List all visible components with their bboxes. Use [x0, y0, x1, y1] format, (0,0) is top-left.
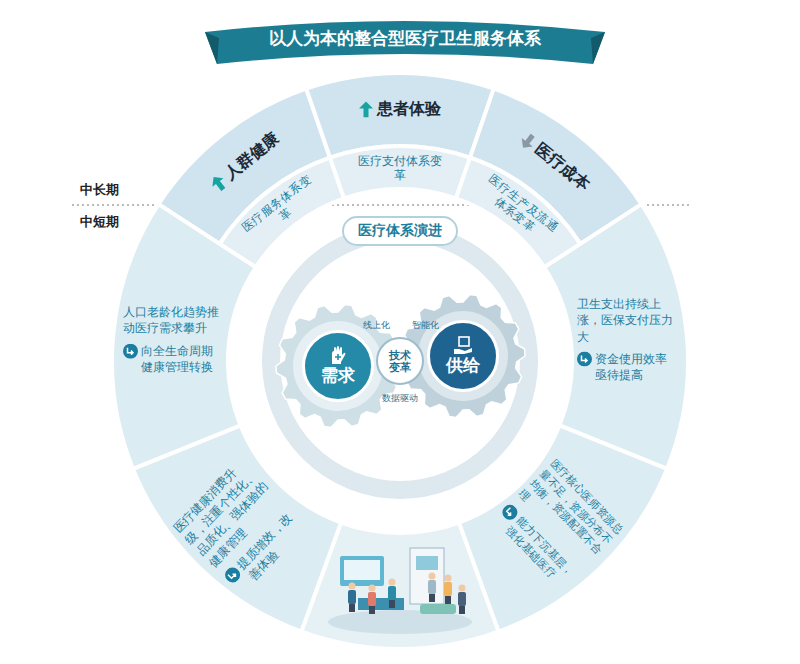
- reform-label-text: 医疗支付体系变革: [357, 154, 443, 183]
- title-banner: 以人为本的整合型医疗卫生服务体系: [205, 14, 605, 68]
- period-label: 中长期: [80, 181, 119, 199]
- response-text: 资金使用效率亟待提高: [595, 350, 677, 382]
- response-text: 向全生命周期健康管理转换: [141, 342, 223, 374]
- clinic-illustration: [328, 548, 472, 634]
- ribbon-fold: [591, 32, 605, 64]
- response-row: 向全生命周期健康管理转换: [123, 342, 223, 374]
- evolution-ring: [260, 221, 540, 501]
- illustration-segment: [301, 523, 498, 649]
- reform-segment: [330, 146, 470, 198]
- ribbon-band: [205, 21, 605, 64]
- tech-core-text: 技术变革: [388, 349, 412, 373]
- hand-icon: [328, 346, 348, 364]
- reform-label: 医疗支付体系变革: [357, 154, 443, 183]
- title-banner-text: 以人为本的整合型医疗卫生服务体系: [269, 27, 541, 50]
- gear-hub: 供给: [427, 320, 499, 392]
- ribbon-fold: [205, 32, 219, 64]
- evolution-pill: 医疗体系演进: [342, 216, 458, 246]
- evolution-pill-text: 医疗体系演进: [358, 222, 442, 240]
- supply-icon: [453, 336, 473, 354]
- tech-core: 技术变革: [376, 337, 424, 385]
- up-arrow-icon: [359, 101, 373, 117]
- goal-segment-label-text: 患者体验: [377, 99, 441, 120]
- turn-arrow-icon: [577, 351, 592, 366]
- response-row: 资金使用效率亟待提高: [577, 350, 677, 382]
- driver-segment: [112, 204, 256, 469]
- driver-text: 人口老龄化趋势推动医疗需求攀升: [123, 304, 223, 336]
- driver-box: 人口老龄化趋势推动医疗需求攀升向全生命周期健康管理转换: [123, 304, 223, 375]
- turn-arrow-icon: [123, 343, 138, 358]
- goal-segment-label: 患者体验: [359, 99, 441, 120]
- driver-text: 卫生支出持续上涨，医保支付压力大: [577, 296, 677, 345]
- gear-inner: [293, 321, 383, 411]
- gear-hub-text: 需求: [321, 364, 355, 387]
- tech-label: 智能化: [412, 319, 439, 332]
- gear-hub: 需求: [302, 330, 374, 402]
- gear-hub-text: 供给: [446, 354, 480, 377]
- driver-box: 卫生支出持续上涨，医保支付压力大资金使用效率亟待提高: [577, 296, 677, 383]
- tech-label: 线上化: [363, 319, 390, 332]
- tech-label: 数据驱动: [382, 392, 418, 405]
- period-label: 中短期: [80, 213, 119, 231]
